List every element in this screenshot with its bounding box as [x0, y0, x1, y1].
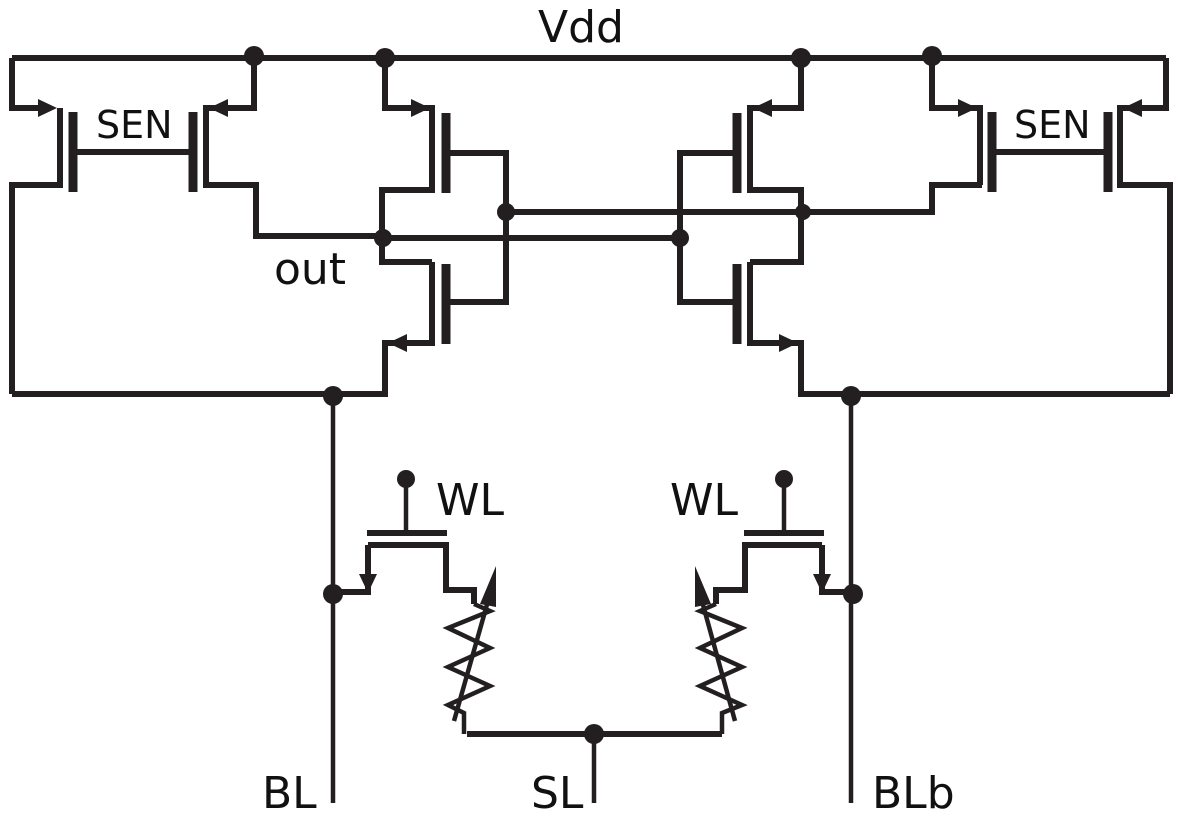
cross-wire-upper — [506, 182, 982, 215]
access-transistor-right — [713, 470, 849, 604]
source-arrow-icon — [813, 574, 831, 593]
source-arrow-icon — [958, 99, 977, 117]
sen-pmos-right-inner — [929, 56, 997, 192]
source-arrow-icon — [1123, 99, 1142, 117]
variable-arrow-icon — [480, 566, 496, 607]
source-arrow-icon — [209, 99, 228, 117]
source-arrow-icon — [779, 334, 798, 352]
sen-pmos-right-outer — [1103, 99, 1173, 394]
vdd-rail — [9, 55, 1169, 111]
access-transistor-left — [335, 470, 477, 604]
variable-resistor-left — [442, 566, 496, 734]
latch-pmos-left — [379, 58, 509, 305]
source-arrow-icon — [411, 99, 430, 117]
source-arrow-icon — [38, 99, 57, 117]
wl-label-right: WL — [670, 475, 739, 526]
source-arrow-icon — [359, 574, 377, 593]
outb-node-junction — [795, 204, 811, 220]
sen-pmos-left-outer — [9, 99, 78, 394]
sl-label: SL — [531, 768, 584, 817]
blb-junction-cell — [843, 584, 863, 604]
variable-arrow-icon — [695, 566, 711, 607]
latch-pmos-right — [677, 58, 804, 305]
source-arrow-icon — [753, 99, 772, 117]
latch-nmos-left — [12, 262, 451, 397]
vdd-label: Vdd — [538, 2, 624, 53]
latch-nmos-right — [732, 262, 1170, 397]
bl-junction-cell — [323, 584, 343, 604]
out-label: out — [274, 244, 346, 295]
variable-resistor-right — [694, 566, 748, 734]
cross-couple-junction-right — [671, 229, 689, 247]
wl-label-left: WL — [436, 475, 505, 526]
sen-label-right: SEN — [1014, 103, 1091, 147]
bl-label: BL — [262, 768, 317, 817]
sen-label-left: SEN — [96, 103, 173, 147]
sen-pmos-left-inner — [188, 56, 385, 239]
source-arrow-icon — [388, 334, 407, 352]
blb-label: BLb — [872, 768, 955, 817]
